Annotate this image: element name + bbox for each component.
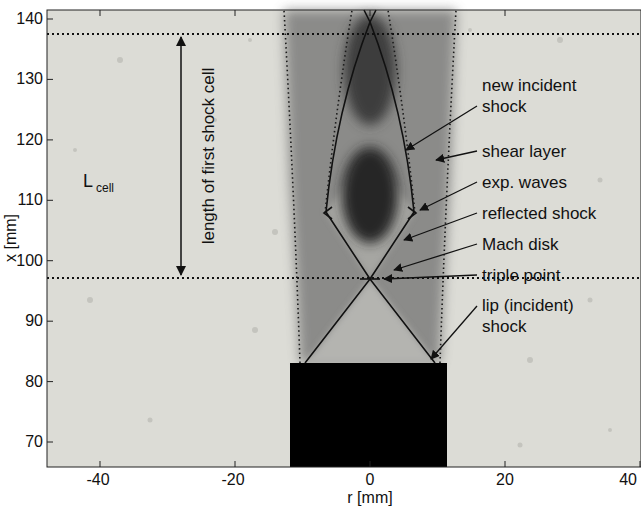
jet-dark <box>342 147 398 243</box>
annotation-label: exp. waves <box>482 172 567 193</box>
tick-label: 100 <box>16 251 43 271</box>
tick-label: 0 <box>366 470 375 490</box>
tick-label: 90 <box>25 311 43 331</box>
jet-core <box>306 279 436 363</box>
nozzle <box>290 363 447 467</box>
jet-dark <box>344 15 396 125</box>
tick-label: 120 <box>16 130 43 150</box>
annotation-label: shear layer <box>482 141 566 162</box>
tick-label: 130 <box>16 69 43 89</box>
exp-wave-mark <box>324 207 416 219</box>
tick-label: -20 <box>221 470 244 490</box>
dimension-subscript: cell <box>96 181 114 196</box>
cell-bound <box>47 34 641 278</box>
leader-line <box>384 106 477 359</box>
tick-label: 70 <box>25 432 43 452</box>
annotation-label: reflected shock <box>482 203 596 224</box>
shock-lines <box>305 10 435 363</box>
tick-label: 20 <box>496 470 514 490</box>
annotation-label: triple point <box>482 265 560 286</box>
annotation-label: Mach disk <box>482 234 559 255</box>
axis-title: r [mm] <box>347 488 392 508</box>
dimension-arrow <box>180 37 182 275</box>
dimension-symbol: L <box>83 170 93 193</box>
dimension-label: length of first shock cell <box>198 68 219 245</box>
tick-label: 140 <box>16 9 43 29</box>
tick-marks <box>47 10 640 467</box>
tick-label: -40 <box>86 470 109 490</box>
tick-label: 80 <box>25 372 43 392</box>
annotation-label: new incident shock <box>482 75 612 118</box>
tick-label: 110 <box>17 190 43 210</box>
jet-body <box>284 10 456 363</box>
image-ground <box>47 10 641 467</box>
annotation-label: lip (incident) shock <box>482 295 612 338</box>
tick-label: 40 <box>619 470 637 490</box>
shear-layer <box>284 10 456 363</box>
axes-frame <box>47 10 641 467</box>
